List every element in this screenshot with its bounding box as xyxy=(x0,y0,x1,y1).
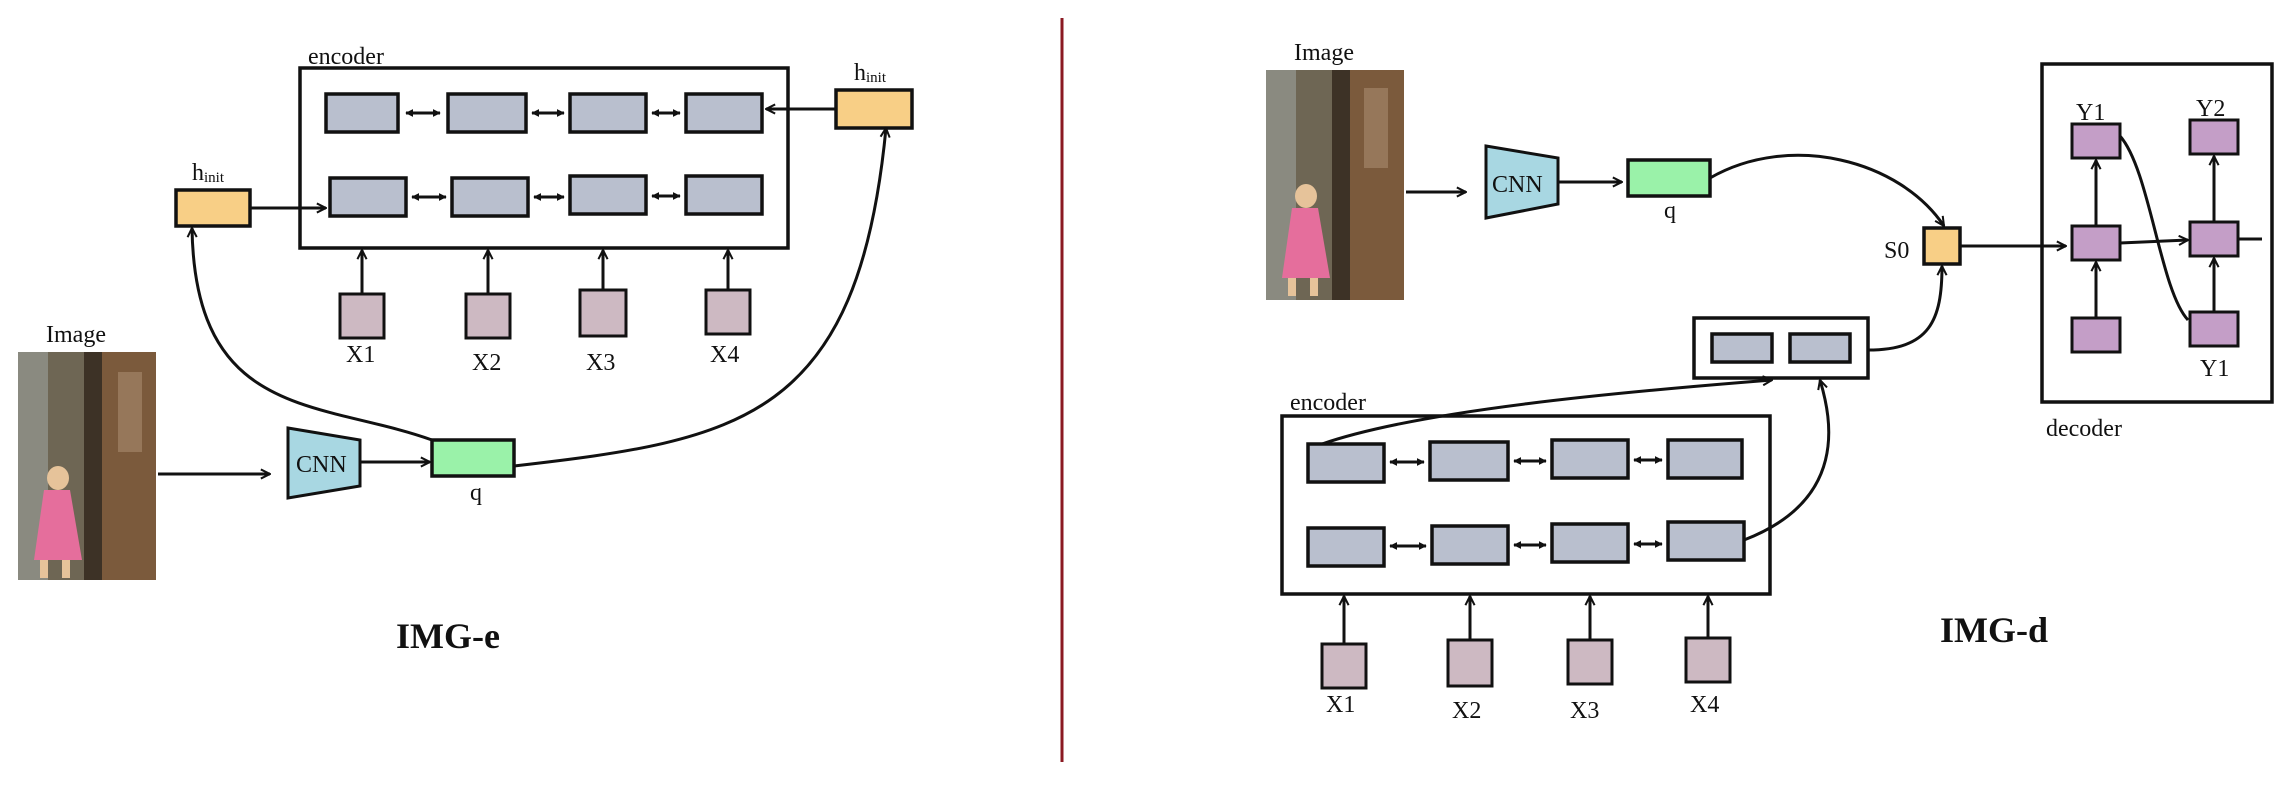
input-label: X4 xyxy=(1690,692,1719,718)
encoder-cell xyxy=(1666,520,1746,562)
decoder-output-label: Y2 xyxy=(2196,96,2225,122)
decoder-output-box xyxy=(2070,122,2122,160)
encoder-cell xyxy=(1666,438,1744,480)
encoder-cell xyxy=(1428,440,1510,482)
input-box xyxy=(1566,638,1614,686)
input-box xyxy=(1684,636,1732,684)
encoder-cell xyxy=(684,92,764,134)
decoder-output-box xyxy=(2188,118,2240,156)
q-label: q xyxy=(1664,198,1676,224)
encoder-box xyxy=(1280,414,1772,596)
encoder-box xyxy=(298,66,790,250)
encoder-cell xyxy=(1306,442,1386,484)
decoder-input-label: Y1 xyxy=(2200,356,2229,382)
q-label: q xyxy=(470,480,482,506)
cnn-label: CNN xyxy=(296,452,347,478)
encoder-cell xyxy=(1550,522,1630,564)
encoder-cell xyxy=(324,92,400,134)
encoder-cell xyxy=(568,174,648,216)
input-box xyxy=(704,288,752,336)
encoder-label: encoder xyxy=(1290,390,1366,416)
img-d-panel: Image CNN q S0 encoder xyxy=(1266,40,2274,724)
input-label: X2 xyxy=(472,350,501,376)
encoder-cell xyxy=(568,92,648,134)
image-label: Image xyxy=(46,322,106,348)
encoder-cell xyxy=(684,174,764,216)
encoder-cell xyxy=(450,176,530,218)
input-photo xyxy=(1266,70,1404,300)
decoder-input-box xyxy=(2188,310,2240,348)
concat-cell xyxy=(1710,332,1774,364)
input-photo xyxy=(18,352,156,580)
encoder-cell xyxy=(446,92,528,134)
input-label: X4 xyxy=(710,342,739,368)
input-label: X1 xyxy=(346,342,375,368)
decoder-cell xyxy=(2188,220,2240,258)
cnn-block xyxy=(286,426,362,500)
input-label: X2 xyxy=(1452,698,1481,724)
image-label: Image xyxy=(1294,40,1354,66)
input-label: X3 xyxy=(1570,698,1599,724)
concat-cell xyxy=(1788,332,1852,364)
encoder-cell xyxy=(1550,438,1630,480)
s0-label: S0 xyxy=(1884,238,1909,264)
decoder-box xyxy=(2040,62,2274,404)
input-box xyxy=(578,288,628,338)
input-label: X1 xyxy=(1326,692,1355,718)
panel-title-img-e: IMG-e xyxy=(396,616,500,656)
input-box xyxy=(464,292,512,340)
decoder-label: decoder xyxy=(2046,416,2122,442)
q-vector xyxy=(1626,158,1712,198)
hinit-label-left: hinit xyxy=(192,160,225,186)
hinit-right-box xyxy=(834,88,914,130)
input-box xyxy=(1320,642,1368,690)
hinit-left-box xyxy=(174,188,252,228)
s0-box xyxy=(1922,226,1962,266)
panel-title-img-d: IMG-d xyxy=(1940,610,2048,650)
encoder-label: encoder xyxy=(308,44,384,70)
encoder-cell xyxy=(1430,524,1510,566)
input-label: X3 xyxy=(586,350,615,376)
concat-box xyxy=(1692,316,1870,380)
cnn-block xyxy=(1484,144,1560,220)
input-box xyxy=(338,292,386,340)
encoder-cell xyxy=(328,176,408,218)
input-box xyxy=(1446,638,1494,688)
hinit-label-right: hinit xyxy=(854,60,887,86)
decoder-cell xyxy=(2070,224,2122,262)
q-vector xyxy=(430,438,516,478)
cnn-label: CNN xyxy=(1492,172,1543,198)
decoder-input-box xyxy=(2070,316,2122,354)
encoder-cell xyxy=(1306,526,1386,568)
img-e-panel: encoder hinit hinit X1 xyxy=(18,44,914,656)
decoder-output-label: Y1 xyxy=(2076,100,2105,126)
